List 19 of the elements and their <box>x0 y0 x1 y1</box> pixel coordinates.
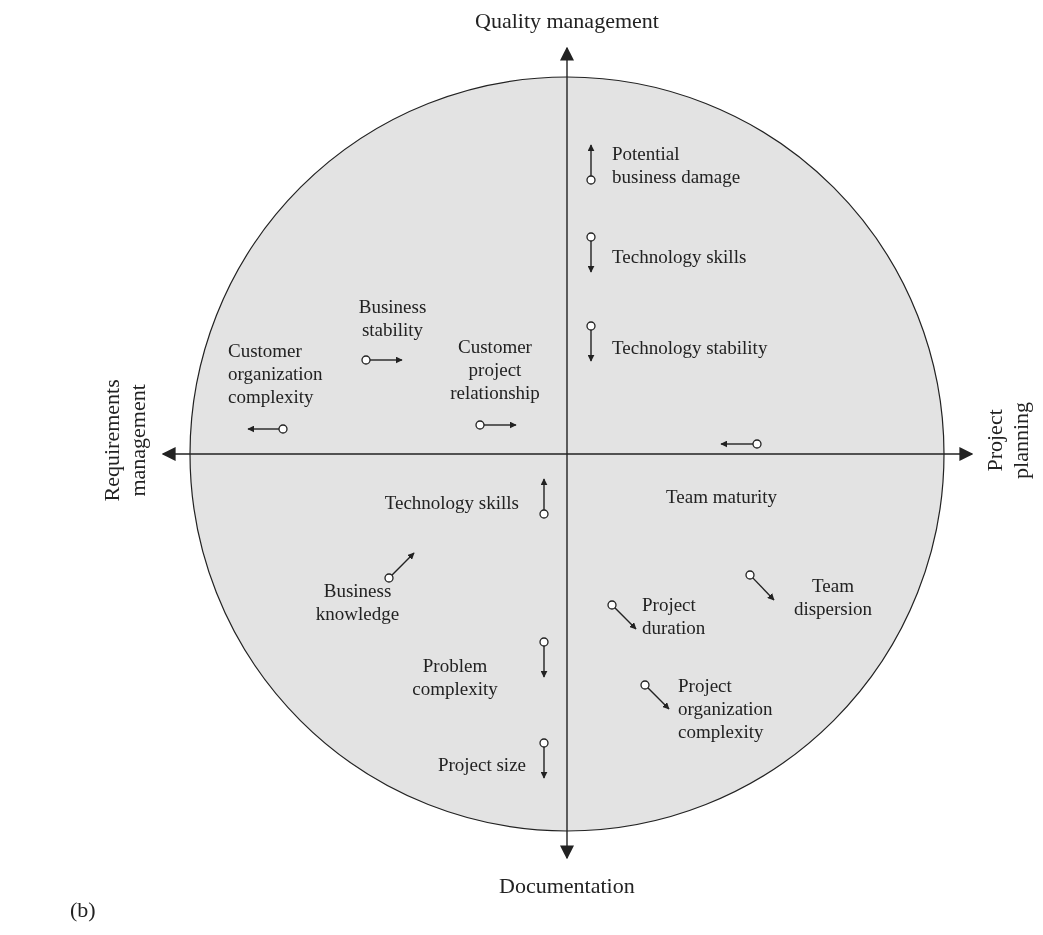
factor-label: Potential business damage <box>612 143 742 189</box>
factor-label: Technology skills <box>384 492 519 515</box>
axis-label: Requirements management <box>98 377 151 503</box>
factor-label: Customer organization complexity <box>228 340 324 409</box>
factor-label: Project duration <box>642 594 707 640</box>
axis-label: Documentation <box>499 873 635 900</box>
factor-label: Customer project relationship <box>449 336 541 405</box>
factor-label: Business knowledge <box>314 580 401 626</box>
factor-label: Technology stability <box>612 337 768 360</box>
factor-label: Team maturity <box>666 486 778 509</box>
factor-label: Technology skills <box>612 246 747 269</box>
factor-label: Problem complexity <box>411 655 499 701</box>
factor-label: Business stability <box>357 296 428 342</box>
factor-label: Project organization complexity <box>678 675 774 744</box>
panel-label: (b) <box>70 897 96 924</box>
axis-label: Project planning <box>981 400 1034 481</box>
axis-label: Quality management <box>475 8 659 35</box>
factor-label: Project size <box>437 754 526 777</box>
factor-label: Team dispersion <box>792 575 874 621</box>
